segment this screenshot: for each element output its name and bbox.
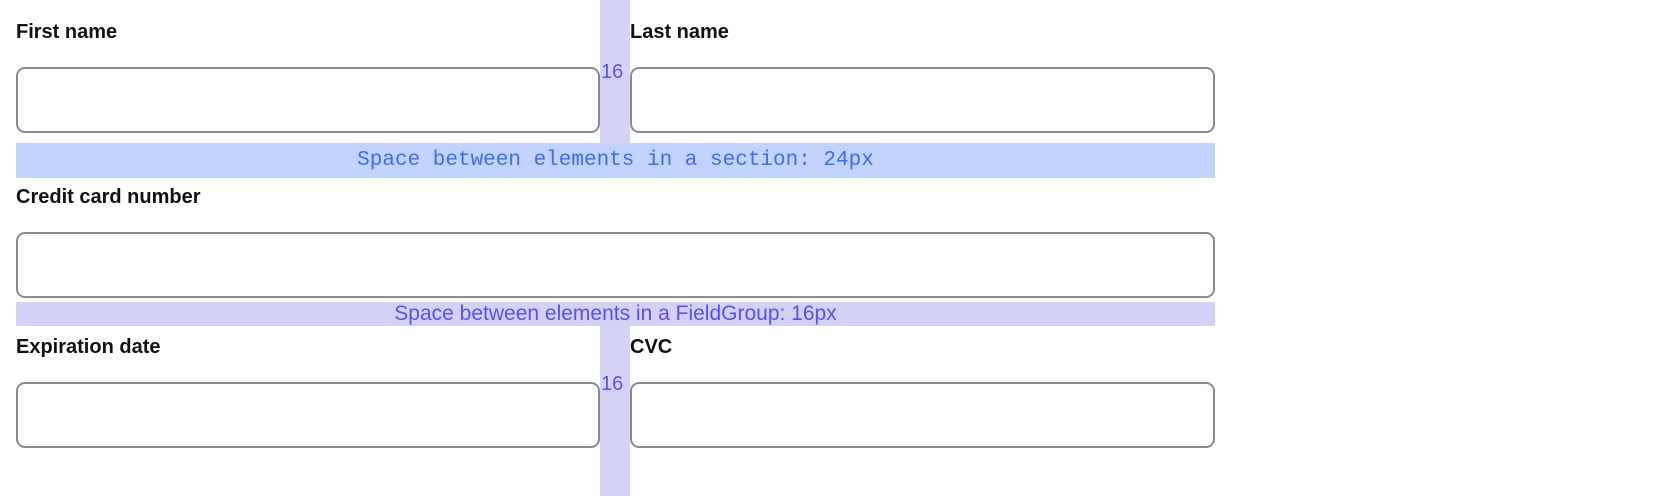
field-first-name: First name — [16, 20, 600, 133]
annotation-band-section-spacing: Space between elements in a section: 24p… — [16, 143, 1215, 178]
field-label-credit-card-number: Credit card number — [16, 186, 201, 208]
annotation-band-fieldgroup-spacing: Space between elements in a FieldGroup: … — [16, 302, 1215, 326]
annotation-label-fieldgroup-spacing: Space between elements in a FieldGroup: … — [394, 302, 837, 325]
field-label-last-name: Last name — [630, 21, 729, 43]
gap-column-row3: 16 — [600, 326, 630, 496]
field-last-name: Last name — [630, 20, 1215, 133]
cvc-input[interactable] — [630, 382, 1215, 448]
credit-card-number-input[interactable] — [16, 232, 1215, 298]
field-label-first-name: First name — [16, 21, 118, 43]
gap-measurement-row3: 16 — [601, 373, 624, 395]
field-label-expiration-date: Expiration date — [16, 336, 161, 358]
first-name-input[interactable] — [16, 67, 600, 133]
expiration-date-input[interactable] — [16, 382, 600, 448]
field-cvc: CVC — [630, 335, 1215, 448]
gap-measurement-row1: 16 — [601, 60, 624, 83]
last-name-input[interactable] — [630, 67, 1215, 133]
gap-column-row1: 16 — [600, 0, 630, 143]
annotation-label-section-spacing: Space between elements in a section: 24p… — [357, 149, 874, 172]
field-credit-card-number: Credit card number — [16, 185, 1215, 298]
field-expiration-date: Expiration date — [16, 335, 600, 448]
field-label-cvc: CVC — [630, 336, 673, 358]
